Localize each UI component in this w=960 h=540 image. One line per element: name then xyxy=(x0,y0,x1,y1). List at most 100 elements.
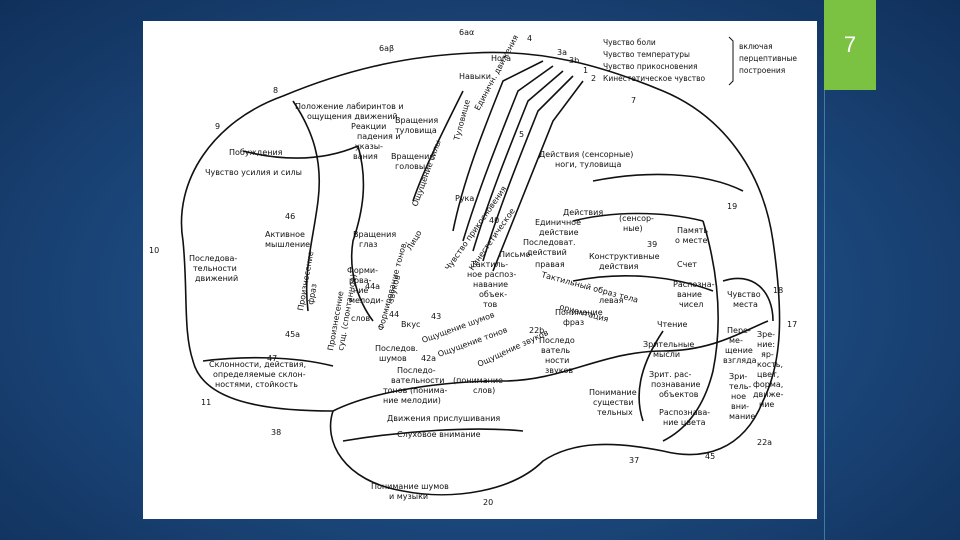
region-label: (понимание xyxy=(453,376,503,385)
legend-note: перцептивные xyxy=(739,54,797,63)
region-label: тонов (понима- xyxy=(383,386,448,395)
area-number: 37 xyxy=(629,456,639,465)
region-label: тов xyxy=(483,300,498,309)
region-label: Последоват. xyxy=(523,238,576,247)
legend-note: включая xyxy=(739,42,773,51)
legend-item: Кинестетическое чувство xyxy=(603,74,706,83)
area-number: 42a xyxy=(421,354,436,363)
region-label: Действия (сенсорные) xyxy=(539,150,633,159)
region-label: Реакции xyxy=(351,122,386,131)
region-label: ные) xyxy=(623,224,643,233)
area-number: 6aβ xyxy=(379,44,394,53)
region-label: Вращения xyxy=(395,116,438,125)
region-label: шумов xyxy=(379,354,407,363)
area-number: 3b xyxy=(569,56,579,65)
region-label: ватель xyxy=(541,346,570,355)
region-label: существи xyxy=(593,398,634,407)
region-label: левая xyxy=(599,296,624,305)
region-label: тельности xyxy=(193,264,237,273)
region-label: Вращения xyxy=(353,230,396,239)
region-label: Зрительные xyxy=(643,340,694,349)
region-label: кость, xyxy=(757,360,783,369)
region-label: Движения прислушивания xyxy=(387,414,500,423)
region-label: цвет, xyxy=(757,370,779,379)
area-number: 46 xyxy=(285,212,295,221)
central-strip-1 xyxy=(453,61,543,231)
area-number: 6aα xyxy=(459,28,474,37)
region-label: вательности xyxy=(391,376,444,385)
region-label: мысли xyxy=(653,350,680,359)
region-label: яр- xyxy=(761,350,774,359)
area-number: 20 xyxy=(483,498,493,507)
area-number: 19 xyxy=(727,202,737,211)
area-number: 3a xyxy=(557,48,567,57)
region-label: Побуждения xyxy=(229,148,283,157)
region-label: ощущения движений xyxy=(307,112,398,121)
region-label: Навыки xyxy=(459,72,491,81)
region-label: Распознава- xyxy=(659,408,710,417)
region-label: Понимание шумов xyxy=(371,482,449,491)
region-label: действие xyxy=(539,228,579,237)
region-label: объектов xyxy=(659,390,699,399)
area-number: 1 xyxy=(583,66,588,75)
region-label: Зри- xyxy=(729,372,747,381)
area-number: 11 xyxy=(201,398,211,407)
parietal-boundary xyxy=(593,174,743,191)
region-label: ноги, туловища xyxy=(555,160,621,169)
region-label: (сенсор- xyxy=(619,214,654,223)
area-number: 5 xyxy=(519,130,524,139)
area-number: 10 xyxy=(149,246,159,255)
area-number: 45a xyxy=(285,330,300,339)
region-label: Действия xyxy=(563,208,603,217)
region-label: мышление xyxy=(265,240,310,249)
area-number: 17 xyxy=(787,320,797,329)
region-label: ное распоз- xyxy=(467,270,516,279)
region-label: Положение лабиринтов и xyxy=(295,102,404,111)
region-label: Последо- xyxy=(397,366,436,375)
region-label: взгляда xyxy=(723,356,757,365)
region-label: и музыки xyxy=(389,492,428,501)
region-label: звуков xyxy=(386,274,402,304)
region-label: Туловище xyxy=(452,99,472,143)
region-label: Слуховое внимание xyxy=(397,430,481,439)
region-label: навание xyxy=(473,280,508,289)
region-label: рова- xyxy=(349,276,372,285)
region-label: вание xyxy=(677,290,702,299)
region-label: о месте xyxy=(675,236,707,245)
region-label: вни- xyxy=(731,402,749,411)
region-label: Зре- xyxy=(757,330,775,339)
region-label: правая xyxy=(535,260,565,269)
region-label: чисел xyxy=(679,300,703,309)
legend: Чувство боли Чувство температуры Чувство… xyxy=(603,37,797,85)
region-label: вания xyxy=(353,152,378,161)
region-label: ние xyxy=(353,286,368,295)
area-number: 2 xyxy=(591,74,596,83)
region-label: Распозна- xyxy=(673,280,715,289)
region-label: головы xyxy=(395,162,425,171)
region-label: указы- xyxy=(355,142,383,151)
area-number: 4 xyxy=(527,34,532,43)
area-number: 39 xyxy=(647,240,657,249)
region-label: ние цвета xyxy=(663,418,706,427)
legend-brace xyxy=(729,37,733,85)
region-label: Лицо xyxy=(405,229,424,252)
region-label: слов) xyxy=(473,386,495,395)
region-label: мелоди- xyxy=(349,296,384,305)
region-label: определяемые склон- xyxy=(213,370,306,379)
legend-item: Чувство боли xyxy=(603,38,656,47)
region-label: Рука xyxy=(455,194,474,203)
region-label: Зрит. рас- xyxy=(649,370,692,379)
region-label: ние xyxy=(759,400,774,409)
region-label: Последов. xyxy=(375,344,418,353)
region-label: Понимание xyxy=(589,388,637,397)
region-label: Чувство xyxy=(727,290,761,299)
region-label: Ощущение силы xyxy=(410,139,442,208)
slide-number-badge: 7 xyxy=(824,0,876,90)
area-number: 45 xyxy=(705,452,715,461)
region-label: ние мелодии) xyxy=(383,396,441,405)
brain-map-svg: Чувство боли Чувство температуры Чувство… xyxy=(143,21,817,519)
region-label: Письмо xyxy=(499,250,530,259)
legend-note: построения xyxy=(739,66,785,75)
area-number: 44 xyxy=(389,310,399,319)
region-label: звуков xyxy=(545,366,573,375)
